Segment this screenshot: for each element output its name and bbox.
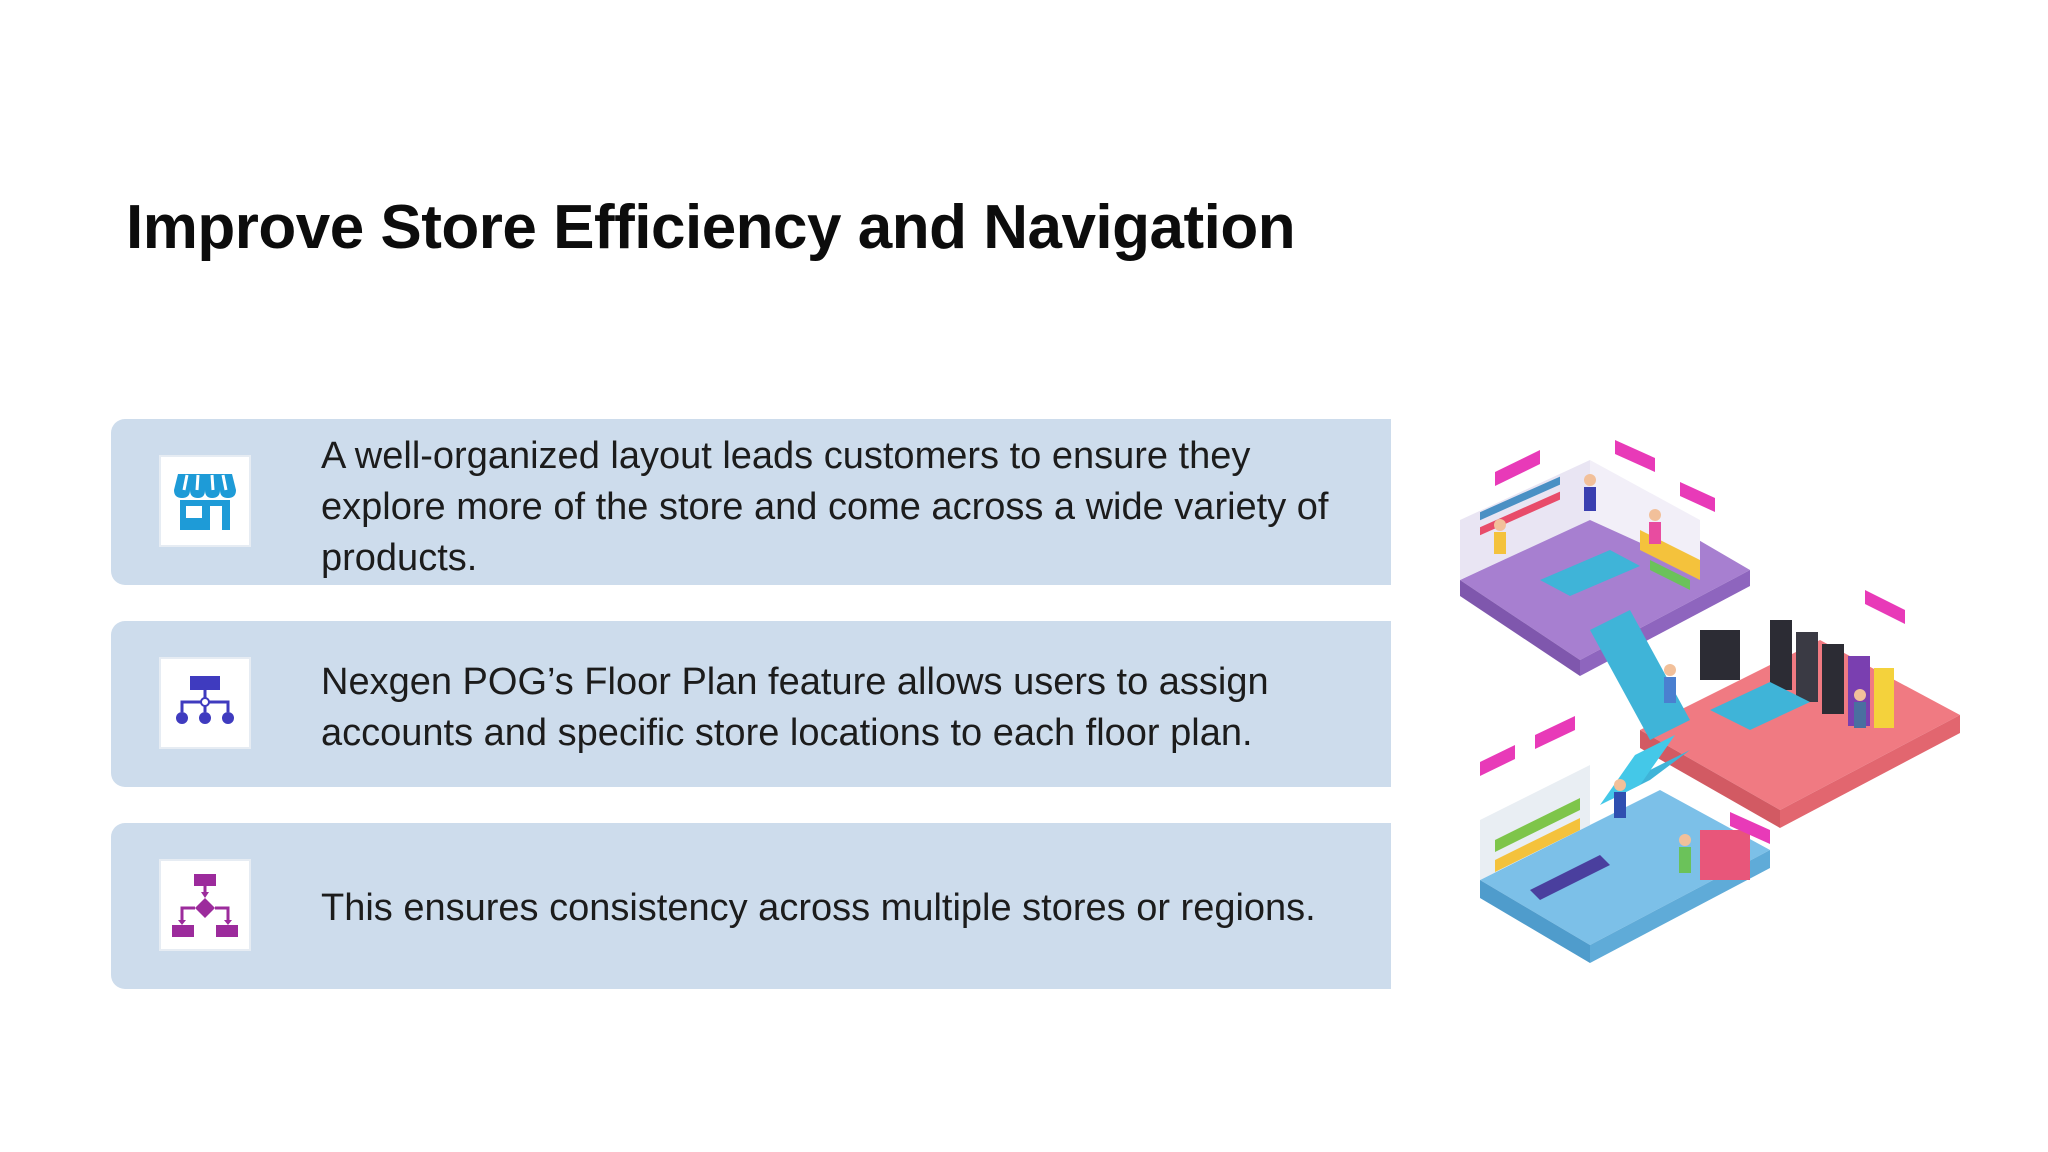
- hierarchy-icon: [159, 657, 251, 749]
- isometric-store-illustration: [1460, 440, 1960, 963]
- slide-title: Improve Store Efficiency and Navigation: [126, 193, 1296, 262]
- floor-blue: [1480, 765, 1770, 963]
- floor-red: [1640, 620, 1960, 828]
- escalator-upper: [1590, 610, 1690, 740]
- store-signs: [1480, 440, 1905, 844]
- flowchart-icon: [159, 859, 251, 951]
- feature-card-consistency: This ensures consistency across multiple…: [111, 823, 1391, 989]
- feature-card-text: A well-organized layout leads customers …: [321, 435, 1329, 579]
- feature-card-text: Nexgen POG’s Floor Plan feature allows u…: [321, 661, 1269, 754]
- feature-card-floor-plan: Nexgen POG’s Floor Plan feature allows u…: [111, 621, 1391, 787]
- floor-purple: [1460, 460, 1750, 676]
- feature-card-layout: A well-organized layout leads customers …: [111, 419, 1391, 585]
- feature-card-text: This ensures consistency across multiple…: [321, 887, 1316, 929]
- storefront-icon: [159, 455, 251, 547]
- shopper-figures: [1494, 474, 1866, 873]
